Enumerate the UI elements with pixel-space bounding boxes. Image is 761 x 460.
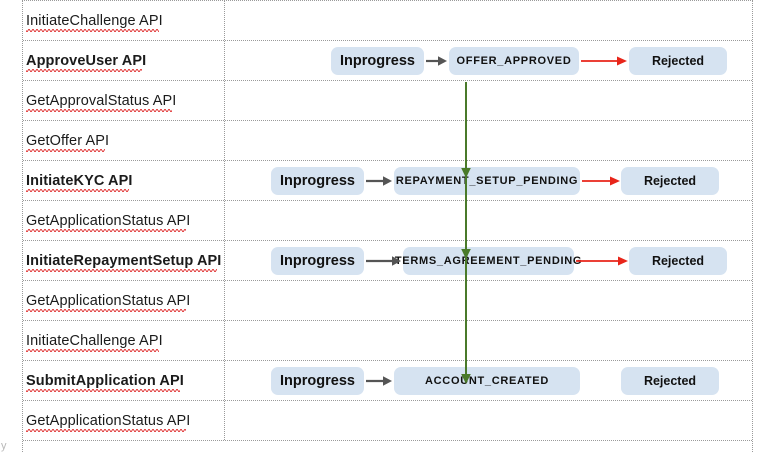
api-name-cell: GetApplicationStatus API xyxy=(23,201,225,240)
api-name-cell: GetOffer API xyxy=(23,121,225,160)
api-name-label: InitiateRepaymentSetup API xyxy=(23,253,221,272)
state-box-label: Rejected xyxy=(651,54,705,68)
state-flow-cell: Inprogress REPAYMENT_SETUP_PENDING Rejecte… xyxy=(225,161,752,200)
api-name-cell: InitiateKYC API xyxy=(23,161,225,200)
table-row: GetApprovalStatus API xyxy=(23,81,752,121)
api-name-label: GetApplicationStatus API xyxy=(23,413,190,432)
state-box-label: Rejected xyxy=(643,374,697,388)
transition-arrow-grey-icon xyxy=(366,375,392,387)
state-box-inprogress[interactable]: Inprogress xyxy=(331,47,424,75)
state-box-state[interactable]: ACCOUNT_CREATED xyxy=(394,367,580,395)
table-row: GetOffer API xyxy=(23,121,752,161)
state-box-label: OFFER_APPROVED xyxy=(456,55,572,67)
api-name-cell: ApproveUser API xyxy=(23,41,225,80)
api-name-cell: GetApplicationStatus API xyxy=(23,281,225,320)
api-name-cell: GetApplicationStatus API xyxy=(23,401,225,440)
api-name-cell: InitiateRepaymentSetup API xyxy=(23,241,225,280)
transition-arrow-red-icon xyxy=(581,55,627,67)
api-name-label: GetApplicationStatus API xyxy=(23,293,190,312)
api-state-table: InitiateChallenge API ApproveUser API Inpr… xyxy=(22,0,753,452)
state-flow-cell xyxy=(225,81,752,120)
api-name-cell: GetApprovalStatus API xyxy=(23,81,225,120)
table-row: InitiateKYC API Inprogress REPAYMENT_SETUP… xyxy=(23,161,752,201)
table-row: InitiateChallenge API xyxy=(23,1,752,41)
api-name-cell: InitiateChallenge API xyxy=(23,321,225,360)
state-box-rejected[interactable]: Rejected xyxy=(621,167,719,195)
table-row: GetApplicationStatus API xyxy=(23,281,752,321)
api-name-cell: InitiateChallenge API xyxy=(23,1,225,40)
state-flow-cell xyxy=(225,281,752,320)
state-flow-cell: Inprogress OFFER_APPROVED Rejected xyxy=(225,41,752,80)
table-row: GetApplicationStatus API xyxy=(23,201,752,241)
state-box-label: ACCOUNT_CREATED xyxy=(425,375,549,387)
state-flow-cell xyxy=(225,401,752,440)
state-box-state[interactable]: TERMS_AGREEMENT_PENDING xyxy=(395,247,581,275)
state-box-label: REPAYMENT_SETUP_PENDING xyxy=(395,175,579,187)
transition-arrow-red-icon xyxy=(582,175,620,187)
state-box-label: Rejected xyxy=(643,174,697,188)
table-row: InitiateChallenge API xyxy=(23,321,752,361)
state-box-inprogress[interactable]: Inprogress xyxy=(271,367,364,395)
api-name-label: SubmitApplication API xyxy=(23,373,184,392)
state-box-label: Inprogress xyxy=(280,253,355,269)
api-name-label: GetApprovalStatus API xyxy=(23,93,176,112)
state-box-label: TERMS_AGREEMENT_PENDING xyxy=(394,255,583,267)
state-box-label: Inprogress xyxy=(280,173,355,189)
stray-glyph: y xyxy=(1,440,7,452)
state-box-state[interactable]: REPAYMENT_SETUP_PENDING xyxy=(394,167,580,195)
state-flow-cell xyxy=(225,1,752,40)
transition-arrow-grey-icon xyxy=(366,255,401,267)
state-box-inprogress[interactable]: Inprogress xyxy=(271,167,364,195)
table-row: InitiateRepaymentSetup API Inprogress TERM… xyxy=(23,241,752,281)
table-row: ApproveUser API Inprogress OFFER_APPROVED R… xyxy=(23,41,752,81)
state-box-label: Inprogress xyxy=(280,373,355,389)
state-box-rejected[interactable]: Rejected xyxy=(621,367,719,395)
state-box-rejected[interactable]: Rejected xyxy=(629,247,727,275)
api-name-label: GetOffer API xyxy=(23,133,109,152)
state-flow-cell: Inprogress ACCOUNT_CREATED Rejected xyxy=(225,361,752,400)
state-box-label: Inprogress xyxy=(340,53,415,69)
state-flow-cell: Inprogress TERMS_AGREEMENT_PENDING Rejecte… xyxy=(225,241,752,280)
api-name-label: InitiateChallenge API xyxy=(23,13,163,32)
transition-arrow-red-icon xyxy=(576,255,628,267)
state-flow-cell xyxy=(225,201,752,240)
state-box-inprogress[interactable]: Inprogress xyxy=(271,247,364,275)
table-row: SubmitApplication API Inprogress ACCOUNT_C… xyxy=(23,361,752,401)
api-name-label: InitiateChallenge API xyxy=(23,333,163,352)
api-name-cell: SubmitApplication API xyxy=(23,361,225,400)
api-name-label: GetApplicationStatus API xyxy=(23,213,190,232)
transition-arrow-grey-icon xyxy=(426,55,447,67)
transition-arrow-grey-icon xyxy=(366,175,392,187)
api-name-label: ApproveUser API xyxy=(23,53,146,72)
state-flow-cell xyxy=(225,321,752,360)
state-box-label: Rejected xyxy=(651,254,705,268)
state-flow-cell xyxy=(225,121,752,160)
api-name-label: InitiateKYC API xyxy=(23,173,133,192)
state-box-rejected[interactable]: Rejected xyxy=(629,47,727,75)
table-row: GetApplicationStatus API xyxy=(23,401,752,441)
state-box-state[interactable]: OFFER_APPROVED xyxy=(449,47,579,75)
